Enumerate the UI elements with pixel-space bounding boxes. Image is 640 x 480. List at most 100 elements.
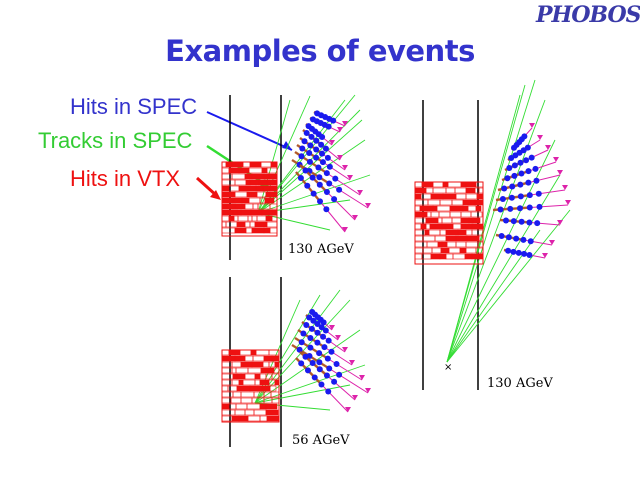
spec-hit — [526, 204, 533, 211]
vtx-hit — [252, 203, 259, 210]
spec-hit — [313, 146, 320, 153]
spec-hit — [330, 117, 337, 124]
vtx-hit — [430, 253, 441, 260]
vtx-hit — [245, 179, 251, 186]
vtx-hit — [232, 391, 242, 398]
vtx-hit — [465, 229, 473, 236]
spec-track-head — [329, 325, 335, 330]
vtx-hit — [240, 361, 253, 368]
spec-hit — [304, 182, 311, 189]
vtx-hit — [269, 385, 277, 392]
vtx-hit — [234, 191, 248, 198]
spec-hit — [316, 174, 323, 181]
spec-hit — [326, 163, 333, 170]
spec-hits — [291, 309, 371, 413]
vtx-hit — [262, 361, 270, 368]
spec-hit — [532, 165, 539, 172]
vtx-hit — [231, 415, 240, 422]
vtx-hit — [449, 205, 464, 212]
spec-hit — [336, 186, 343, 193]
vtx-hit — [235, 403, 248, 410]
spec-track-head — [342, 165, 348, 170]
vtx-hit — [460, 211, 472, 218]
spec-track-head — [565, 200, 571, 205]
vtx-hit — [250, 209, 263, 216]
vtx-hit — [475, 205, 482, 212]
vtx-hit — [246, 403, 261, 410]
spec-hit — [517, 193, 524, 200]
spec-track-head — [529, 123, 535, 128]
spec-hit — [511, 172, 518, 179]
spec-hit — [302, 167, 309, 174]
vtx-hit — [242, 379, 256, 386]
spec-hit — [303, 322, 310, 328]
track-line — [257, 212, 331, 231]
spec-hit — [314, 329, 321, 336]
vtx-hit — [430, 193, 444, 200]
vtx-hit — [465, 181, 477, 188]
vtx-hit — [464, 253, 473, 260]
vtx-hit — [225, 161, 233, 168]
vtx-hit — [422, 235, 436, 242]
spec-hit — [518, 218, 525, 225]
vtx-hit — [474, 199, 484, 206]
spec-track-head — [342, 347, 348, 352]
spec-hit — [313, 137, 320, 144]
spec-hit — [324, 355, 331, 362]
spec-track-head — [337, 155, 343, 160]
spec-hit — [315, 164, 322, 171]
vtx-hit — [414, 253, 423, 260]
spec-track-head — [549, 240, 555, 245]
vtx-hit — [240, 391, 255, 398]
spec-track-head — [345, 407, 351, 412]
vtx-hit — [436, 205, 451, 212]
vtx-hit — [221, 385, 229, 392]
vtx-hit — [422, 247, 433, 254]
vtx-hit — [478, 253, 484, 260]
spec-hit — [306, 150, 313, 157]
vtx-hit — [454, 187, 467, 194]
vtx-hit — [254, 379, 261, 386]
track-line — [257, 119, 363, 214]
vtx-hit — [234, 203, 246, 210]
vtx-hit — [414, 199, 429, 206]
vtx-hit — [254, 373, 261, 380]
vtx-hit — [221, 215, 230, 222]
vtx-hit — [265, 403, 278, 410]
vtx-hit — [236, 209, 242, 216]
spec-hit — [533, 177, 540, 184]
spec-hit — [309, 360, 316, 367]
spec-hit — [300, 330, 307, 337]
vtx-hit — [471, 229, 484, 236]
spec-hit — [318, 381, 325, 388]
vtx-hit — [244, 173, 253, 180]
vtx-hit — [475, 247, 484, 254]
spec-hit — [326, 180, 333, 187]
spec-hit — [307, 335, 314, 342]
spec-track-head — [553, 157, 559, 162]
vtx-hit — [221, 227, 236, 234]
vtx-hit — [452, 253, 466, 260]
vtx-hit — [258, 179, 268, 186]
vtx-hit — [259, 373, 267, 380]
vtx-hit — [424, 229, 430, 236]
vtx-hit — [221, 185, 230, 192]
spec-track-head — [357, 190, 363, 195]
vtx-hit — [459, 247, 467, 254]
spec-hit — [526, 251, 533, 258]
vtx-hit — [472, 217, 481, 224]
vtx-hit — [269, 227, 278, 234]
vtx-hit — [257, 385, 263, 392]
vtx-hits — [221, 349, 280, 423]
spec-hit — [302, 353, 309, 360]
legend-tracks-in-spec: Tracks in SPEC — [38, 128, 193, 153]
vtx-hit — [271, 373, 280, 380]
spec-hit — [525, 168, 532, 175]
vtx-hit — [427, 199, 441, 206]
vtx-hit — [246, 191, 258, 198]
vtx-hit — [256, 215, 267, 222]
vtx-hit — [265, 215, 273, 222]
vtx-hit — [255, 185, 264, 192]
vtx-hit — [447, 181, 462, 188]
